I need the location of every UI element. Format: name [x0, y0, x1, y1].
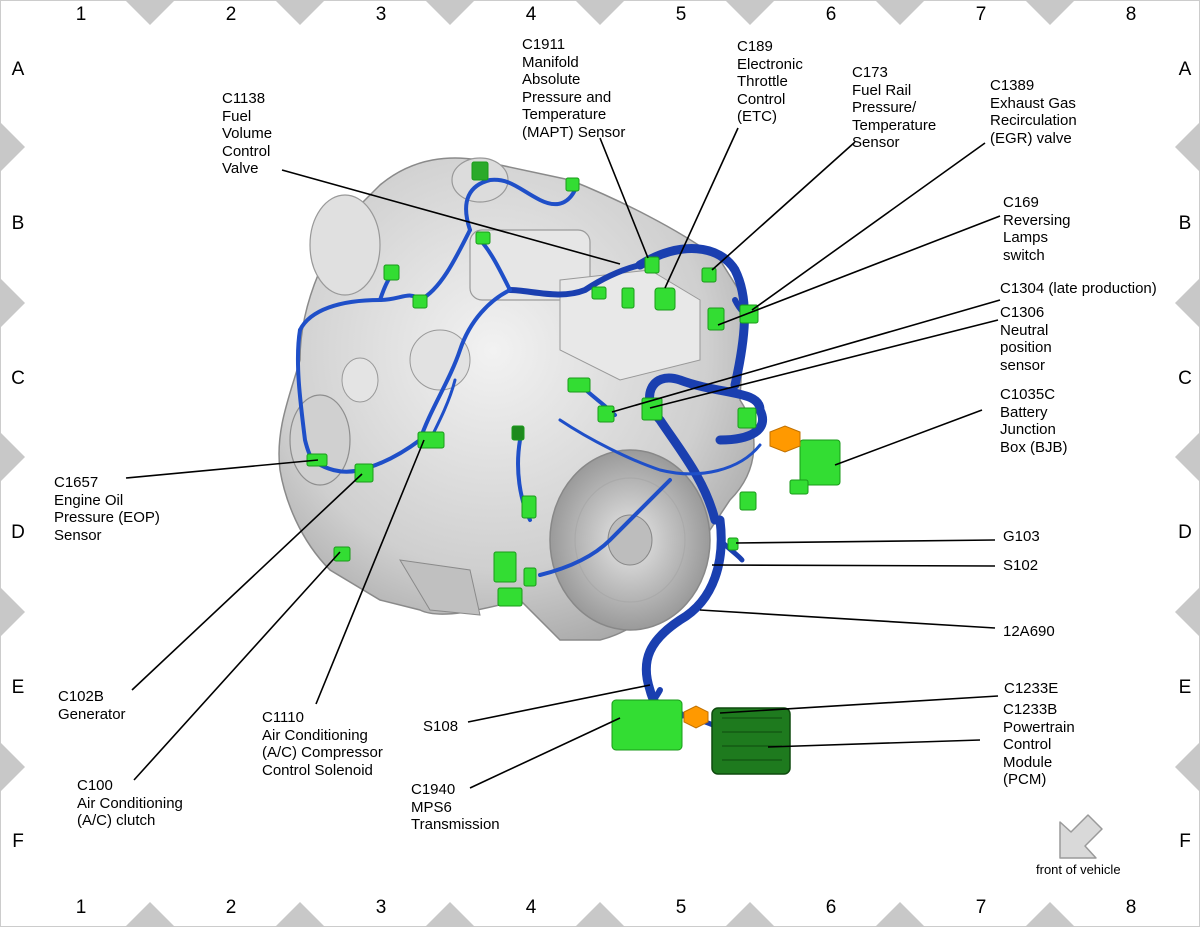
label-c189: C189 Electronic Throttle Control (ETC) [737, 38, 803, 125]
grid-row-label: F [12, 831, 24, 852]
grid-row-label: B [11, 213, 25, 234]
label-c173: C173 Fuel Rail Pressure/ Temperature Sen… [852, 64, 937, 151]
front-of-vehicle-arrow-icon [1059, 814, 1103, 859]
label-c1911: C1911 Manifold Absolute Pressure and Tem… [522, 36, 626, 141]
grid-col-label: 4 [525, 897, 537, 918]
connectors [306, 161, 841, 751]
grid-col-label: 5 [675, 4, 687, 25]
label-c169: C169 Reversing Lamps switch [1003, 194, 1071, 264]
ground-connectors [683, 425, 801, 729]
grid-row-label: C [1178, 368, 1192, 389]
leader-lines [125, 127, 1001, 789]
grid-col-label: 5 [675, 897, 687, 918]
label-c1233e: C1233E [1004, 680, 1059, 697]
grid-col-label: 8 [1125, 4, 1137, 25]
grid-col-label: 3 [375, 4, 387, 25]
grid-col-label: 2 [225, 897, 237, 918]
front-of-vehicle-label: front of vehicle [1036, 862, 1121, 877]
label-g103: G103 [1003, 528, 1040, 545]
grid-row-label: E [1178, 677, 1192, 698]
pcm-module [711, 707, 791, 775]
label-c1110: C1110 Air Conditioning (A/C) Compressor … [262, 709, 383, 779]
label-c1657: C1657 Engine Oil Pressure (EOP) Sensor [54, 474, 160, 544]
grid-row-label: A [11, 59, 25, 80]
grid-row-label: D [1178, 522, 1192, 543]
grid-col-label: 7 [975, 4, 987, 25]
grid-row-label: A [1178, 59, 1192, 80]
grid-col-label: 6 [825, 4, 837, 25]
grid-col-label: 4 [525, 4, 537, 25]
grid-col-label: 6 [825, 897, 837, 918]
grid-row-label: D [11, 522, 25, 543]
grid-row-label: E [11, 677, 25, 698]
label-c100: C100 Air Conditioning (A/C) clutch [77, 777, 183, 829]
label-c1389: C1389 Exhaust Gas Recirculation (EGR) va… [990, 77, 1077, 147]
label-c1304: C1304 (late production) [1000, 280, 1157, 297]
grid-col-label: 1 [75, 897, 87, 918]
label-12a690: 12A690 [1003, 623, 1055, 640]
grid-row-label: F [1179, 831, 1191, 852]
label-c102b: C102B Generator [58, 688, 126, 723]
grid-row-label: C [11, 368, 25, 389]
grid-row-label: B [1178, 213, 1192, 234]
grid-col-label: 1 [75, 4, 87, 25]
grid-col-label: 2 [225, 4, 237, 25]
label-s102: S102 [1003, 557, 1039, 574]
grid-col-label: 7 [975, 897, 987, 918]
grid-col-label: 3 [375, 897, 387, 918]
label-c1035c: C1035C Battery Junction Box (BJB) [1000, 386, 1068, 456]
label-s108: S108 [423, 718, 459, 735]
grid-col-label: 8 [1125, 897, 1137, 918]
label-c1233b: C1233B Powertrain Control Module (PCM) [1003, 701, 1075, 788]
label-c1306: C1306 Neutral position sensor [1000, 304, 1052, 374]
label-c1940: C1940 MPS6 Transmission [411, 781, 500, 833]
label-c1138: C1138 Fuel Volume Control Valve [222, 90, 273, 177]
